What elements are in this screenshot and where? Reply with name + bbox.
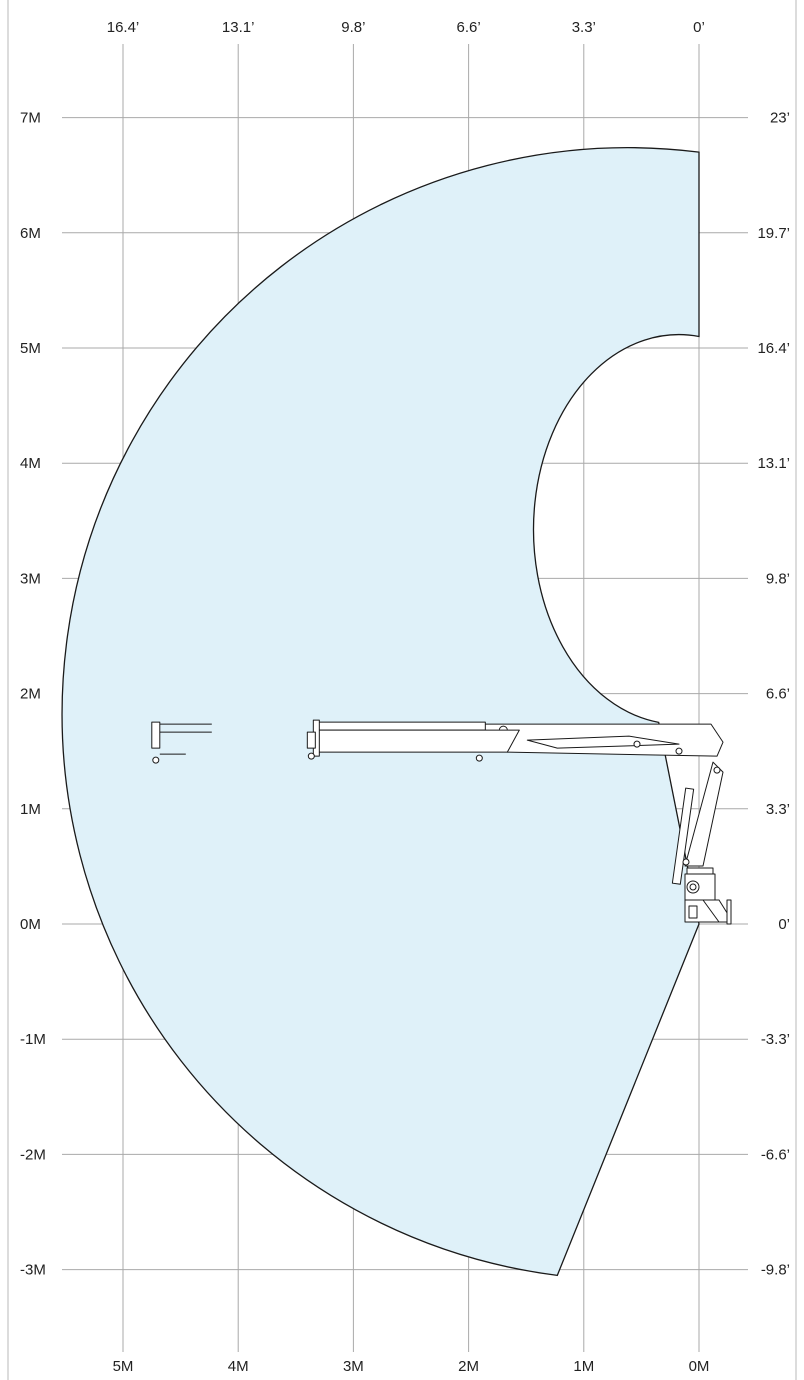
crane-hook [307, 752, 315, 760]
x-tick-label-top: 0’ [693, 19, 705, 36]
y-tick-label-left: 1M [20, 801, 41, 818]
y-tick-label-right: 3.3’ [766, 801, 790, 818]
crane-column [684, 761, 724, 867]
working-envelope [61, 147, 700, 1277]
y-tick-label-left: -3M [20, 1262, 46, 1279]
crane-boom-pin [675, 747, 683, 755]
x-tick-label-bottom: 0M [689, 1358, 710, 1375]
y-tick-label-right: 0’ [778, 916, 790, 933]
axis-labels: 16.4’ 5M 13.1’ 4M 9.8’ 3M 6.6’ 2M 3.3’ 1M 0’ 0M 7M 23… [20, 19, 790, 1375]
crane-slew-pin [689, 883, 697, 891]
y-tick-label-right: 6.6’ [766, 686, 790, 703]
y-tick-label-left: 3M [20, 570, 41, 587]
y-tick-label-right: -3.3’ [761, 1031, 790, 1048]
y-tick-label-left: 5M [20, 340, 41, 357]
x-tick-label-bottom: 1M [573, 1358, 594, 1375]
crane-hook-block [306, 731, 316, 749]
y-tick-label-right: 9.8’ [766, 570, 790, 587]
crane-extension-boom [314, 729, 520, 753]
crane-extension-top [314, 721, 486, 731]
crane-column-pin [713, 766, 721, 774]
x-tick-label-top: 9.8’ [341, 19, 365, 36]
crane-extended-tip-block [151, 721, 161, 749]
y-tick-label-right: 16.4’ [757, 340, 790, 357]
y-tick-label-left: 6M [20, 225, 41, 242]
y-tick-label-left: 0M [20, 916, 41, 933]
y-tick-label-right: 19.7’ [757, 225, 790, 242]
crane-lift-cylinder [671, 787, 695, 885]
y-tick-label-left: -2M [20, 1146, 46, 1163]
y-tick-label-left: 2M [20, 686, 41, 703]
crane-column-housing [684, 873, 716, 901]
x-tick-label-top: 16.4’ [107, 19, 140, 36]
x-tick-label-bottom: 2M [458, 1358, 479, 1375]
x-tick-label-top: 13.1’ [222, 19, 255, 36]
crane-cylinder-pin [682, 858, 690, 866]
crane-base-plate [688, 905, 698, 919]
y-tick-label-right: 13.1’ [757, 455, 790, 472]
x-tick-label-bottom: 4M [228, 1358, 249, 1375]
crane-stabilizer [726, 899, 732, 925]
crane-column-cap [686, 867, 714, 875]
working-envelope-area [61, 147, 700, 1277]
crane-cylinder-rod-pin [633, 740, 641, 748]
y-tick-label-right: -9.8’ [761, 1262, 790, 1279]
x-tick-label-bottom: 5M [113, 1358, 134, 1375]
y-tick-label-left: 4M [20, 455, 41, 472]
x-tick-label-top: 6.6’ [457, 19, 481, 36]
crane-boom-cylinder [526, 735, 680, 749]
y-tick-label-left: -1M [20, 1031, 46, 1048]
x-tick-label-top: 3.3’ [572, 19, 596, 36]
y-tick-label-right: -6.6’ [761, 1146, 790, 1163]
x-tick-label-bottom: 3M [343, 1358, 364, 1375]
crane-extended-hook [152, 756, 160, 764]
crane-boom-drawing [151, 719, 732, 925]
y-tick-label-right: 23’ [770, 110, 790, 127]
y-tick-label-left: 7M [20, 110, 41, 127]
crane-lower-pin [475, 754, 483, 762]
